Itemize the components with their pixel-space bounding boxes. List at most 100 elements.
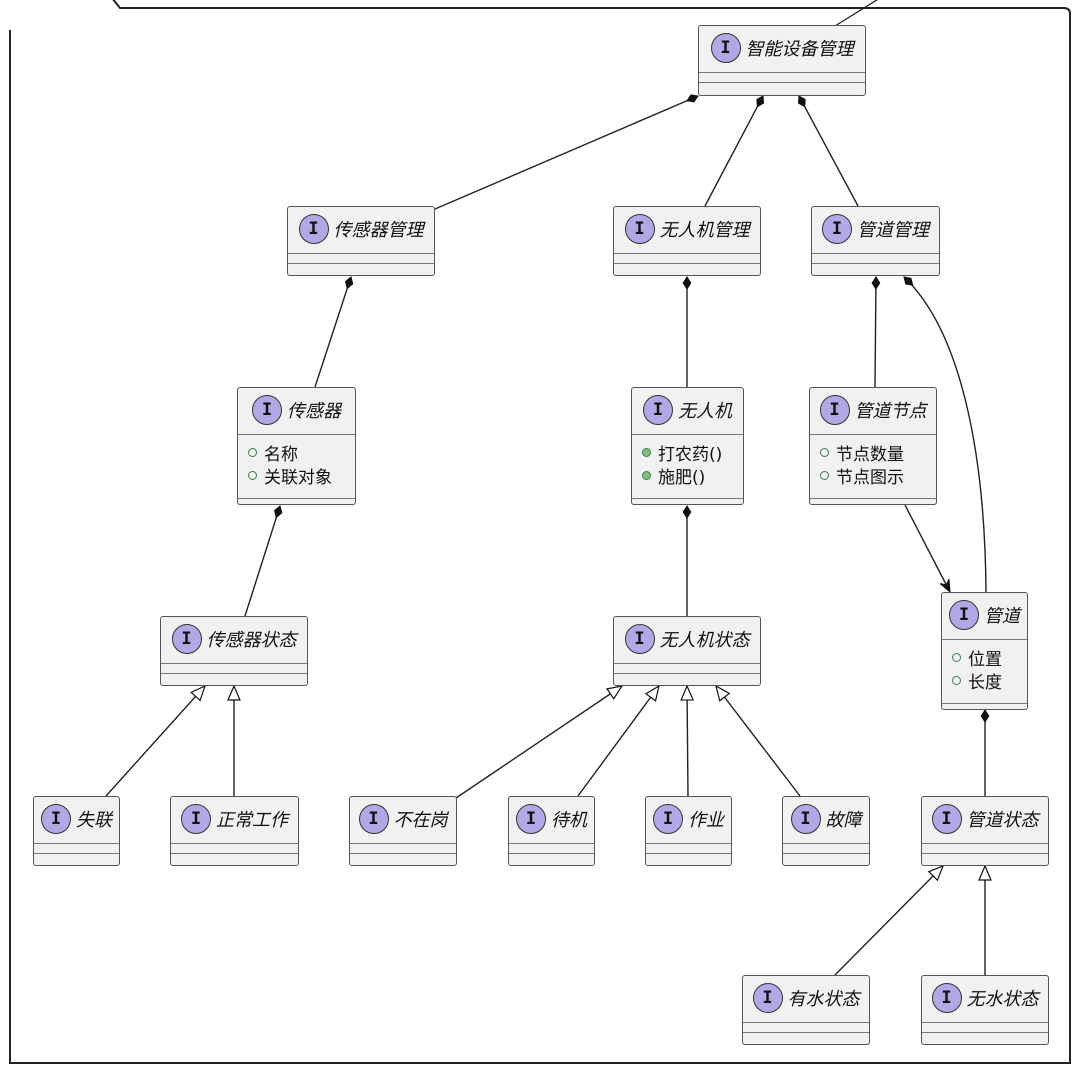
inheritance-edge-fault-to-uav-state — [716, 686, 801, 797]
composition-edge-sensor-to-sensor-state — [244, 505, 283, 617]
composition-edge-sensor-mgr-to-sensor — [314, 276, 354, 388]
section-divider — [646, 843, 731, 844]
interface-icon: I — [643, 395, 673, 425]
section-divider — [812, 253, 939, 254]
member-text: 施肥() — [658, 468, 706, 488]
field-item: 长度 — [952, 669, 1023, 693]
interface-icon: I — [819, 395, 850, 425]
section-divider — [942, 703, 1027, 704]
section-divider — [614, 253, 760, 254]
section-divider — [509, 853, 594, 854]
interface-icon: I — [171, 624, 202, 654]
member-list: 位置长度 — [952, 646, 1023, 693]
class-name: 作业 — [688, 810, 724, 831]
section-divider — [922, 853, 1048, 854]
class-name: 管道管理 — [857, 220, 929, 241]
interface-icon: I — [710, 33, 741, 63]
public-field-icon — [820, 471, 829, 480]
section-divider — [171, 843, 298, 844]
member-text: 打农药() — [658, 445, 723, 465]
class-name: 待机 — [551, 810, 587, 831]
section-divider — [161, 673, 307, 674]
section-divider — [350, 853, 456, 854]
section-divider — [743, 1022, 869, 1023]
class-name: 无人机管理 — [659, 220, 750, 241]
interface-icon: I — [181, 804, 211, 834]
association-edge-pipe-node-to-pipe — [904, 504, 951, 592]
member-text: 关联对象 — [264, 468, 332, 488]
section-divider — [922, 843, 1048, 844]
interface-icon: I — [931, 804, 962, 834]
section-divider — [632, 498, 743, 499]
section-divider — [509, 843, 594, 844]
class-name: 传感器状态 — [206, 630, 297, 651]
method-item: 施肥() — [642, 464, 739, 488]
field-item: 名称 — [248, 441, 351, 465]
class-name: 管道 — [984, 606, 1020, 627]
composition-edge-pipe-mgr-to-pipe — [903, 276, 987, 593]
section-divider — [783, 843, 869, 844]
class-name: 失联 — [76, 810, 112, 831]
section-divider — [238, 498, 355, 499]
public-field-icon — [248, 448, 257, 457]
interface-icon: I — [949, 600, 979, 630]
public-method-icon — [642, 448, 651, 457]
interface-icon: I — [822, 214, 852, 244]
section-divider — [171, 853, 298, 854]
interface-icon: I — [653, 804, 683, 834]
member-text: 节点图示 — [836, 468, 904, 488]
section-divider — [34, 853, 119, 854]
member-text: 位置 — [968, 650, 1002, 670]
section-divider — [942, 639, 1027, 640]
class-name: 故障 — [825, 810, 862, 831]
section-divider — [614, 263, 760, 264]
interface-icon: I — [931, 983, 962, 1013]
public-field-icon — [952, 676, 961, 685]
field-item: 节点图示 — [820, 464, 932, 488]
inheritance-edge-working-to-uav-state — [687, 686, 688, 797]
section-divider — [699, 82, 865, 83]
method-item: 打农药() — [642, 441, 739, 465]
class-name: 管道节点 — [854, 401, 927, 422]
class-name: 传感器 — [287, 401, 341, 422]
section-divider — [743, 1032, 869, 1033]
member-list: 节点数量节点图示 — [820, 441, 932, 488]
section-divider — [34, 843, 119, 844]
section-divider — [614, 673, 760, 674]
class-name: 管道状态 — [966, 810, 1039, 831]
